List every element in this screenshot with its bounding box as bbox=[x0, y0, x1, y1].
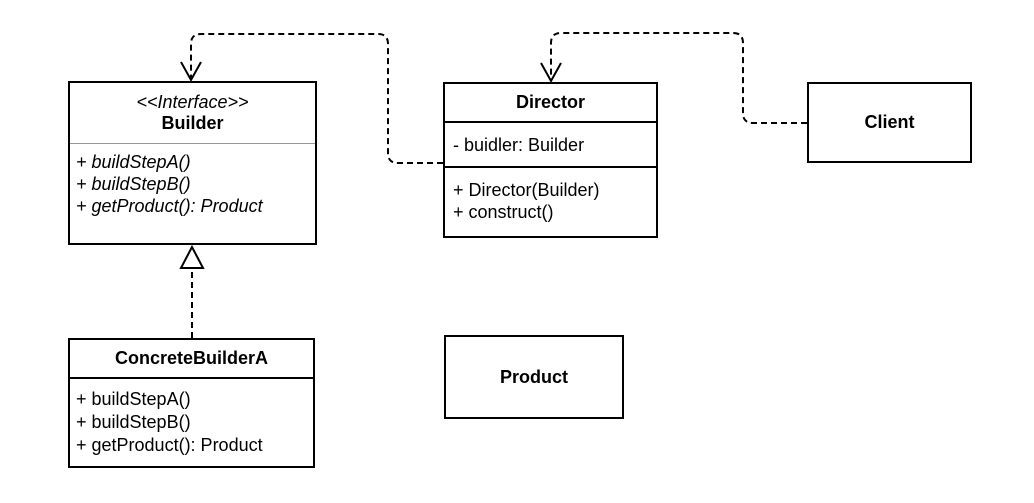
director-class-name: Director bbox=[515, 92, 586, 112]
director-method: + Director(Builder) bbox=[453, 180, 600, 200]
concrete-builder-a-class-name: ConcreteBuilderA bbox=[114, 348, 269, 368]
class-header-builder: <<Interface>> Builder bbox=[70, 83, 315, 144]
director-method: + construct() bbox=[453, 202, 554, 222]
class-header-director: Director bbox=[445, 84, 656, 123]
builder-method: + buildStepA() bbox=[76, 152, 191, 172]
concrete-builder-a-methods-compartment: + buildStepA() + buildStepB() + getProdu… bbox=[70, 379, 313, 457]
open-arrowhead-icon bbox=[540, 62, 562, 84]
class-box-client[interactable]: Client bbox=[807, 82, 972, 163]
director-attributes-compartment: - buidler: Builder bbox=[445, 123, 656, 168]
class-box-builder[interactable]: <<Interface>> Builder + buildStepA() + b… bbox=[68, 81, 317, 245]
open-arrowhead-icon bbox=[180, 61, 202, 83]
client-class-name: Client bbox=[864, 112, 915, 132]
director-attribute: - buidler: Builder bbox=[453, 134, 585, 155]
builder-method: + getProduct(): Product bbox=[76, 196, 263, 216]
class-header-concrete-builder-a: ConcreteBuilderA bbox=[70, 340, 313, 379]
concrete-builder-a-method: + buildStepA() bbox=[76, 389, 191, 409]
class-box-concrete-builder-a[interactable]: ConcreteBuilderA + buildStepA() + buildS… bbox=[68, 338, 315, 468]
class-box-product[interactable]: Product bbox=[444, 335, 624, 419]
hollow-triangle-arrowhead-icon bbox=[179, 244, 205, 269]
builder-method: + buildStepB() bbox=[76, 174, 191, 194]
director-methods-compartment: + Director(Builder) + construct() bbox=[445, 168, 656, 223]
builder-stereotype: <<Interface>> bbox=[136, 92, 249, 112]
realization-arrow-concrete-builder-a-to-builder[interactable] bbox=[179, 244, 205, 338]
builder-methods-compartment: + buildStepA() + buildStepB() + getProdu… bbox=[70, 144, 315, 217]
product-class-name: Product bbox=[499, 366, 568, 387]
concrete-builder-a-method: + buildStepB() bbox=[76, 412, 191, 432]
builder-class-name: Builder bbox=[161, 113, 224, 133]
concrete-builder-a-method: + getProduct(): Product bbox=[76, 435, 263, 455]
class-box-director[interactable]: Director - buidler: Builder + Director(B… bbox=[443, 82, 658, 238]
